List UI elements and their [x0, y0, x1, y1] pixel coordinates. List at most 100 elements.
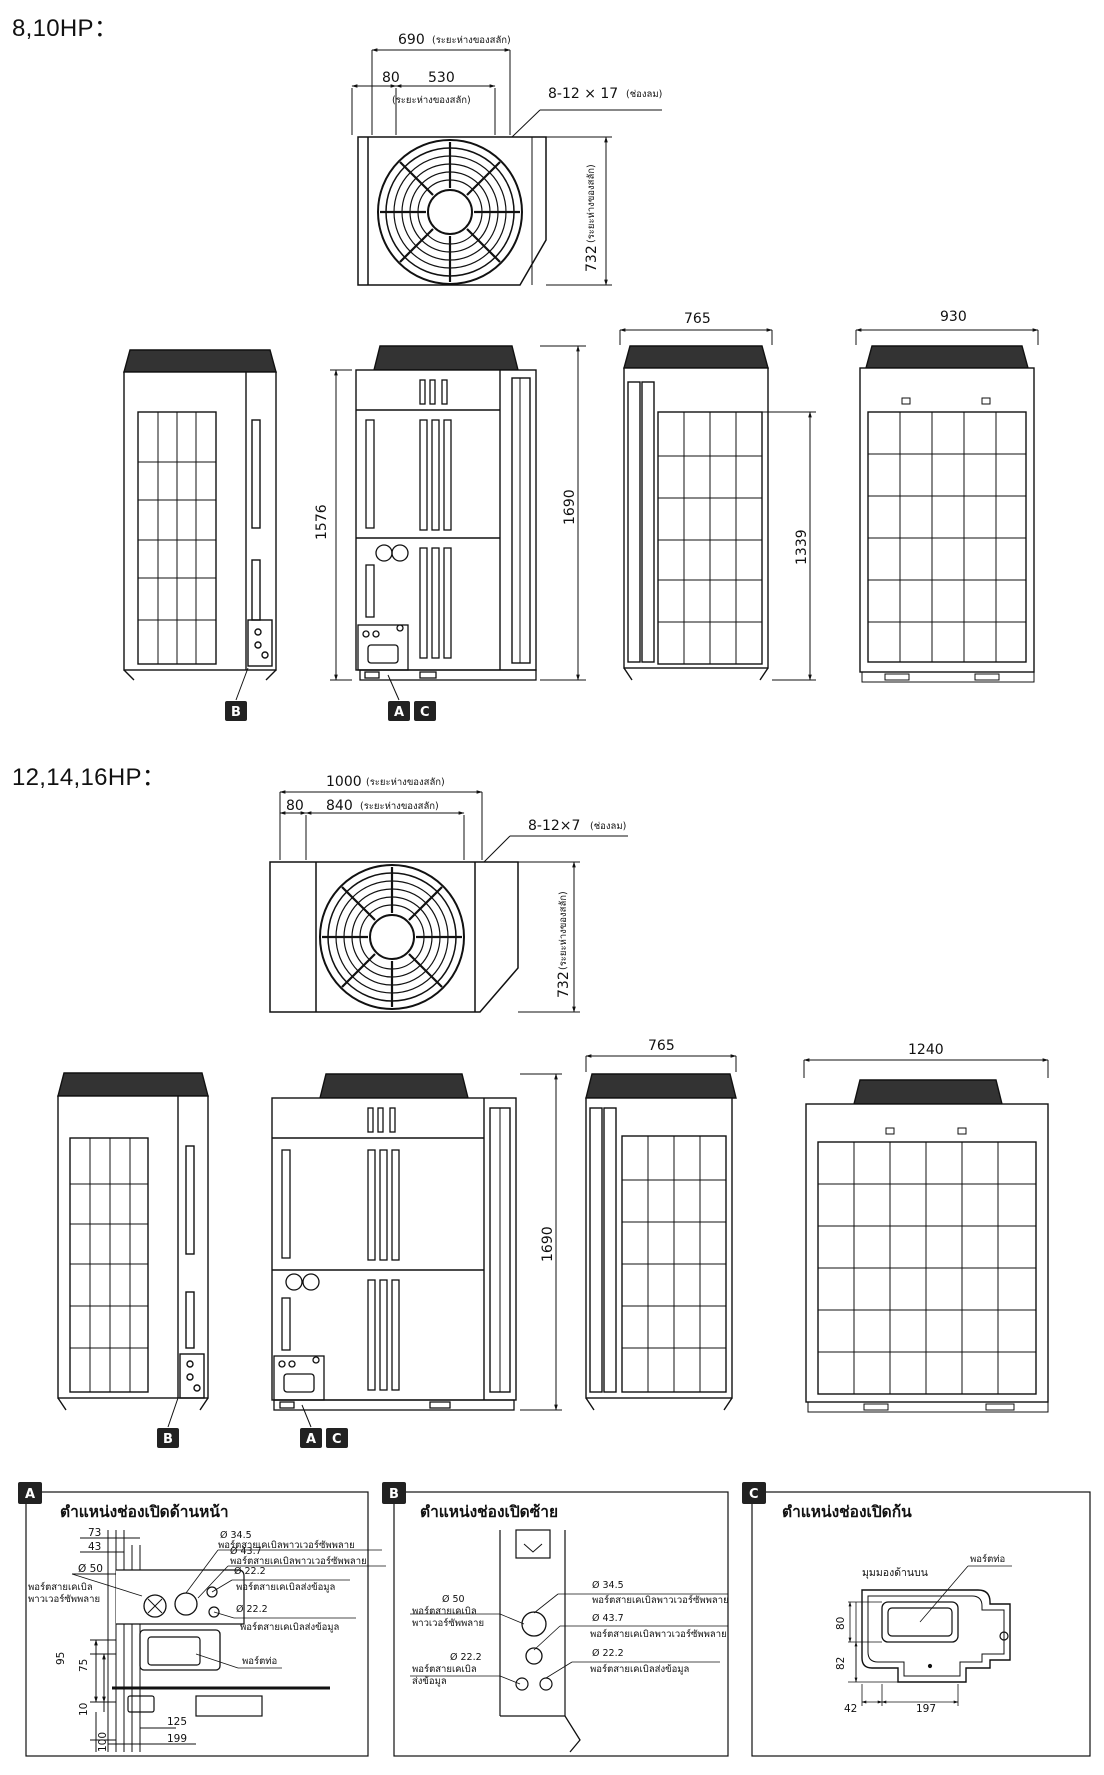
dim-1690-a: 1690: [562, 489, 578, 525]
a-d4-label: พอร์ตสายเคเบิลส่งข้อมูล: [240, 1621, 340, 1633]
c-dim-197: 197: [916, 1703, 936, 1715]
tag-a-8-10hp: [388, 701, 410, 721]
c-dim-80: 80: [835, 1617, 847, 1630]
dim-75: 75: [78, 1659, 90, 1672]
a-pipe-label: พอร์ตท่อ: [242, 1655, 277, 1667]
dim-530: 530: [428, 70, 455, 86]
a-d2-label: พอร์ตสายเคเบิลพาวเวอร์ซัพพลาย: [230, 1555, 367, 1567]
top-view-8-10hp: [351, 48, 662, 286]
tag-a-12-16hp: [300, 1428, 322, 1448]
section-title-12-16hp: 12,14,16HP：: [12, 764, 167, 791]
b-d4-label: พอร์ตสายเคเบิลส่งข้อมูล: [590, 1663, 690, 1675]
dim-732-b: 732: [556, 971, 572, 998]
b-o50: Ø 50: [442, 1594, 465, 1605]
dim-199: 199: [167, 1733, 187, 1745]
dim-1690-b: 1690: [540, 1226, 556, 1262]
dim-o50: Ø 50: [78, 1563, 103, 1575]
tag-c-panel: [742, 1482, 766, 1504]
a-d3: Ø 22.2: [234, 1566, 266, 1577]
dim-732-b-note: (ระยะห่างของสลัก): [558, 891, 569, 970]
dim-10: 10: [78, 1703, 90, 1716]
tag-b-12-16hp: [157, 1428, 179, 1448]
a-d1: Ø 34.5: [220, 1530, 252, 1541]
dim-80-b: 80: [286, 798, 304, 814]
back-view-8-10hp: [855, 328, 1039, 683]
label-left-a2: พาวเวอร์ซัพพลาย: [28, 1593, 100, 1605]
dim-732: 732: [584, 245, 600, 272]
panel-c: [751, 1491, 1091, 1757]
a-d4: Ø 22.2: [236, 1604, 268, 1615]
holes-label-b: 8-12×7: [528, 818, 580, 834]
holes-note: (ช่องลม): [626, 89, 662, 100]
c-dim-82: 82: [835, 1657, 847, 1670]
front-view-1-12-16hp: [57, 1072, 209, 1411]
dim-1339: 1339: [794, 529, 810, 565]
front-view-1-8-10hp: [123, 349, 277, 681]
dim-1576: 1576: [314, 504, 330, 540]
dim-840: 840: [326, 798, 353, 814]
tag-a-panel-label: A: [25, 1487, 35, 1502]
b-d1: Ø 34.5: [592, 1580, 624, 1591]
tag-a-panel: [18, 1482, 42, 1504]
tag-c-12-16hp: [326, 1428, 348, 1448]
tag-c-panel-label: C: [749, 1487, 759, 1502]
front-view-2-8-10hp: [330, 345, 586, 681]
dim-1000: 1000: [326, 774, 362, 790]
panel-b: [393, 1491, 729, 1757]
dim-690-note: (ระยะห่างของสลัก): [432, 35, 511, 46]
panel-c-title: ตำแหน่งช่องเปิดก้น: [782, 1503, 912, 1521]
dim-1240: 1240: [908, 1042, 944, 1058]
b-d3: Ø 22.2: [450, 1652, 482, 1663]
a-d1-label: พอร์ตสายเคเบิลพาวเวอร์ซัพพลาย: [218, 1539, 355, 1551]
dim-1000-note: (ระยะห่างของสลัก): [366, 777, 445, 788]
dim-95: 95: [55, 1652, 67, 1665]
c-dim-42: 42: [844, 1703, 857, 1715]
b-o50-label2: พาวเวอร์ซัพพลาย: [412, 1617, 484, 1629]
tag-a2-label: A: [306, 1432, 316, 1447]
back-view-12-16hp: [803, 1058, 1049, 1413]
tag-b2-label: B: [163, 1432, 173, 1447]
top-view-12-16hp: [269, 790, 628, 1013]
b-d3-label2: ส่งข้อมูล: [412, 1676, 447, 1687]
dim-765-a: 765: [684, 311, 711, 327]
b-d2: Ø 43.7: [592, 1613, 624, 1624]
b-d1-label: พอร์ตสายเคเบิลพาวเวอร์ซัพพลาย: [592, 1594, 729, 1606]
holes-label: 8-12 × 17: [548, 86, 618, 102]
dim-125: 125: [167, 1716, 187, 1728]
dim-765-b: 765: [648, 1038, 675, 1054]
b-d4: Ø 22.2: [592, 1648, 624, 1659]
dim-690: 690: [398, 32, 425, 48]
c-pipe-port: พอร์ตท่อ: [970, 1553, 1005, 1565]
dim-530-note: (ระยะห่างของสลัก): [392, 95, 471, 106]
dim-840-note: (ระยะห่างของสลัก): [360, 801, 439, 812]
tag-c2-label: C: [332, 1432, 342, 1447]
tag-b-panel: [382, 1482, 406, 1504]
dim-43: 43: [88, 1541, 101, 1553]
b-d3-label1: พอร์ตสายเคเบิล: [412, 1663, 477, 1675]
tag-a-label: A: [394, 705, 404, 720]
dim-930: 930: [940, 309, 967, 325]
holes-note-b: (ช่องลม): [590, 821, 626, 832]
b-d2-label: พอร์ตสายเคเบิลพาวเวอร์ซัพพลาย: [590, 1628, 727, 1640]
tag-b-label: B: [231, 705, 241, 720]
side-view-12-16hp: [585, 1054, 737, 1411]
dim-100: 100: [97, 1732, 109, 1752]
section-title-8-10hp: 8,10HP：: [12, 15, 119, 42]
a-d3-label: พอร์ตสายเคเบิลส่งข้อมูล: [236, 1581, 336, 1593]
panel-b-title: ตำแหน่งช่องเปิดซ้าย: [420, 1503, 558, 1521]
label-left-a: พอร์ตสายเคเบิล: [28, 1581, 93, 1593]
a-d2: Ø 43.7: [230, 1546, 262, 1557]
c-top-view: มุมมองด้านบน: [862, 1567, 928, 1579]
b-o50-label1: พอร์ตสายเคเบิล: [412, 1605, 477, 1617]
panel-a: [25, 1491, 386, 1757]
dim-732-note: (ระยะห่างของสลัก): [586, 164, 597, 243]
tag-b-8-10hp: [225, 701, 247, 721]
tag-c-8-10hp: [414, 701, 436, 721]
front-view-2-12-16hp: [271, 1073, 562, 1411]
dim-73: 73: [88, 1527, 101, 1539]
tag-c-label: C: [420, 705, 430, 720]
panel-a-title: ตำแหน่งช่องเปิดด้านหน้า: [60, 1503, 229, 1521]
tag-b-panel-label: B: [389, 1487, 399, 1502]
dim-80: 80: [382, 70, 400, 86]
